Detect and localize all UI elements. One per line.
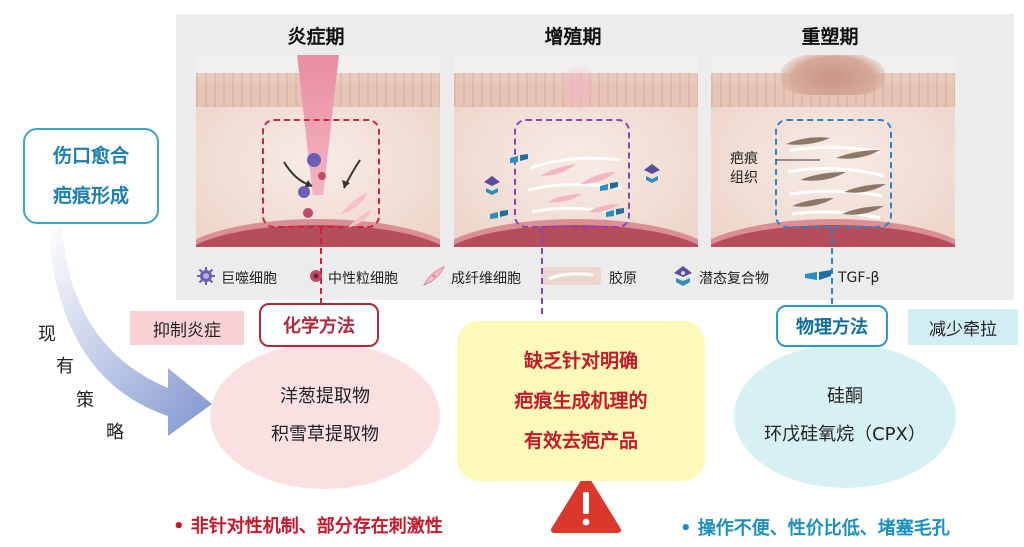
fibroblast-icon: [422, 265, 446, 291]
physical-drawback: • 操作不便、性价比低、堵塞毛孔: [680, 518, 950, 539]
center-line-3: 有效去疤产品: [523, 430, 638, 452]
center-line-1: 缺乏针对明确: [523, 350, 638, 372]
latent-complex-icon: [672, 265, 694, 291]
chemical-methods-ellipse: 洋葱提取物 积雪草提取物: [210, 343, 440, 489]
scar-mound: [781, 55, 885, 95]
anti-inflammation-tag: 抑制炎症: [130, 311, 244, 345]
phase-title-remodeling: 重塑期: [801, 26, 859, 48]
legend-collagen: 胶原: [541, 266, 637, 290]
physical-method-title: 物理方法: [776, 305, 888, 347]
neutrophil-icon: [309, 269, 323, 287]
legend-tgf-beta: TGF-β: [803, 266, 879, 290]
scar-formation-label: 疤痕形成: [52, 185, 129, 207]
reduce-tension-tag: 减少牵拉: [908, 309, 1018, 345]
phase-title-proliferation: 增殖期: [544, 26, 602, 48]
remodeling-cells: [776, 137, 886, 220]
chemical-drawback: • 非针对性机制、部分存在刺激性: [173, 516, 443, 537]
inflammation-highlight-box: [262, 119, 380, 228]
chemical-item-1: 洋葱提取物: [280, 386, 370, 407]
strategy-char-4: 略: [106, 422, 124, 443]
physical-methods-ellipse: 硅酮 环戊硅氧烷（CPX）: [734, 344, 956, 488]
center-gap-box: 缺乏针对明确 疤痕生成机理的 有效去疤产品: [457, 321, 705, 481]
strategy-char-3: 策: [76, 390, 94, 411]
center-line-2: 疤痕生成机理的: [514, 390, 648, 412]
physical-item-2: 环戊硅氧烷（CPX）: [764, 424, 926, 445]
legend-fibroblast: 成纤维细胞: [422, 266, 521, 290]
strategy-arrow-icon: [48, 226, 212, 436]
strategy-char-1: 现: [38, 324, 56, 345]
inflammation-panel: [196, 55, 440, 247]
strategy-char-2: 有: [56, 356, 74, 377]
legend-latent-complex: 潜态复合物: [672, 266, 769, 290]
macrophage-icon: [196, 266, 216, 290]
phase-title-inflammation: 炎症期: [287, 26, 345, 48]
remodeling-highlight-box: [775, 119, 892, 228]
remodeling-panel: [711, 55, 955, 247]
wound-healing-box: 伤口愈合 疤痕形成: [23, 128, 159, 224]
proliferation-cells: [484, 154, 660, 219]
wound-healing-label: 伤口愈合: [52, 145, 129, 167]
legend-macrophage: 巨噬细胞: [196, 266, 277, 290]
inflammation-cells: [283, 153, 372, 228]
chemical-method-title: 化学方法: [259, 303, 379, 347]
physical-item-1: 硅酮: [827, 386, 863, 407]
scar-tissue-label: 疤痕 组织: [730, 151, 758, 186]
tgf-beta-icon: [803, 268, 833, 288]
collagen-icon: [541, 265, 601, 291]
healing-wound: [562, 59, 596, 119]
warning-triangle-icon: [551, 475, 621, 533]
chemical-item-2: 积雪草提取物: [271, 424, 379, 445]
proliferation-highlight-box: [514, 119, 630, 228]
legend-neutrophil: 中性粒细胞: [309, 266, 398, 290]
